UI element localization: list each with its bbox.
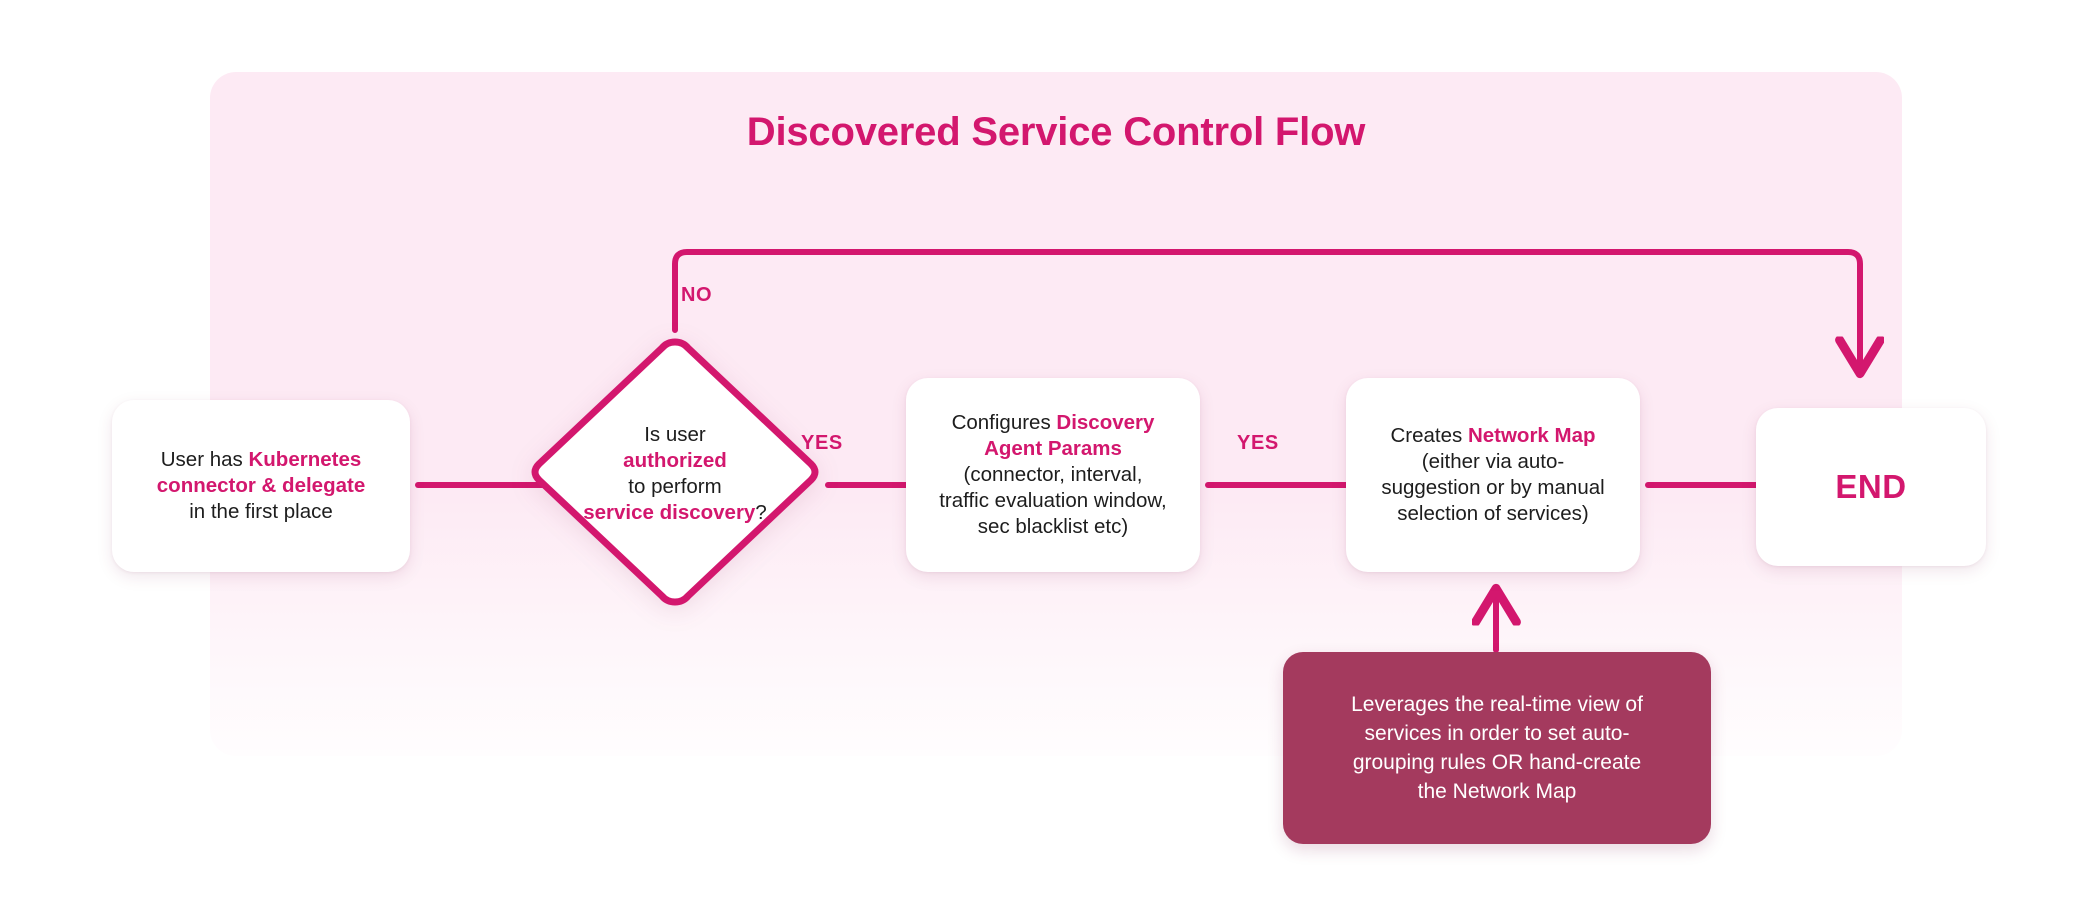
node-end-label: END: [1835, 468, 1907, 505]
page-title: Discovered Service Control Flow: [746, 110, 1366, 154]
edge-label-yes-config: YES: [1237, 432, 1279, 454]
node-end[interactable]: END: [1756, 408, 1986, 566]
diamond-shape: [531, 338, 819, 606]
edge-label-yes-decision: YES: [801, 432, 843, 454]
node-map-text: Creates Network Map(either via auto-sugg…: [1381, 424, 1605, 525]
node-creates-network-map[interactable]: Creates Network Map(either via auto-sugg…: [1346, 378, 1640, 572]
edge-label-no: NO: [681, 284, 713, 306]
